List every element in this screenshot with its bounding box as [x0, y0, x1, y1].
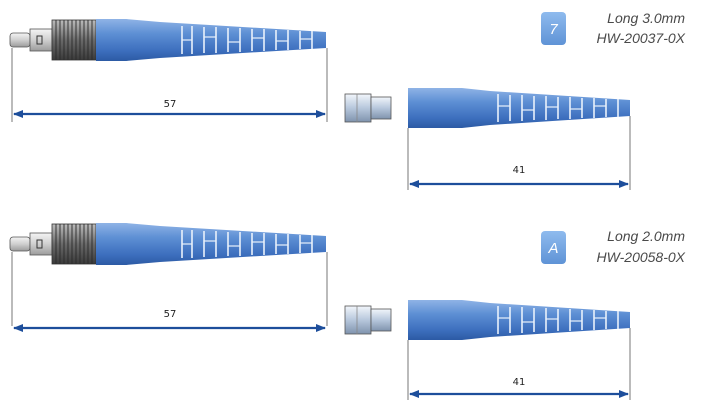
spec-part-number-1: HW-20037-0X [597, 30, 686, 46]
connector-row-2: 57 41 A Long 2.0mm HW-20058-0X [9, 222, 686, 400]
svg-text:A: A [547, 240, 558, 257]
connector-row-1: 57 41 7 Long 3.0mm HW-20037-0X [9, 10, 686, 191]
dimension-label-boot-1: 41 [513, 165, 526, 176]
dimension-label-full-2: 57 [164, 309, 177, 320]
variant-badge-2: A [541, 231, 566, 264]
boot-part-1 [344, 87, 631, 191]
spec-part-number-2: HW-20058-0X [597, 249, 686, 265]
svg-text:7: 7 [549, 21, 558, 38]
dimension-label-boot-2: 41 [513, 377, 526, 388]
variant-badge-1: 7 [541, 12, 566, 45]
dimension-label-full-1: 57 [164, 99, 177, 110]
spec-length-2: Long 2.0mm [607, 228, 685, 244]
spec-length-1: Long 3.0mm [607, 10, 685, 26]
boot-part-2 [344, 299, 631, 400]
